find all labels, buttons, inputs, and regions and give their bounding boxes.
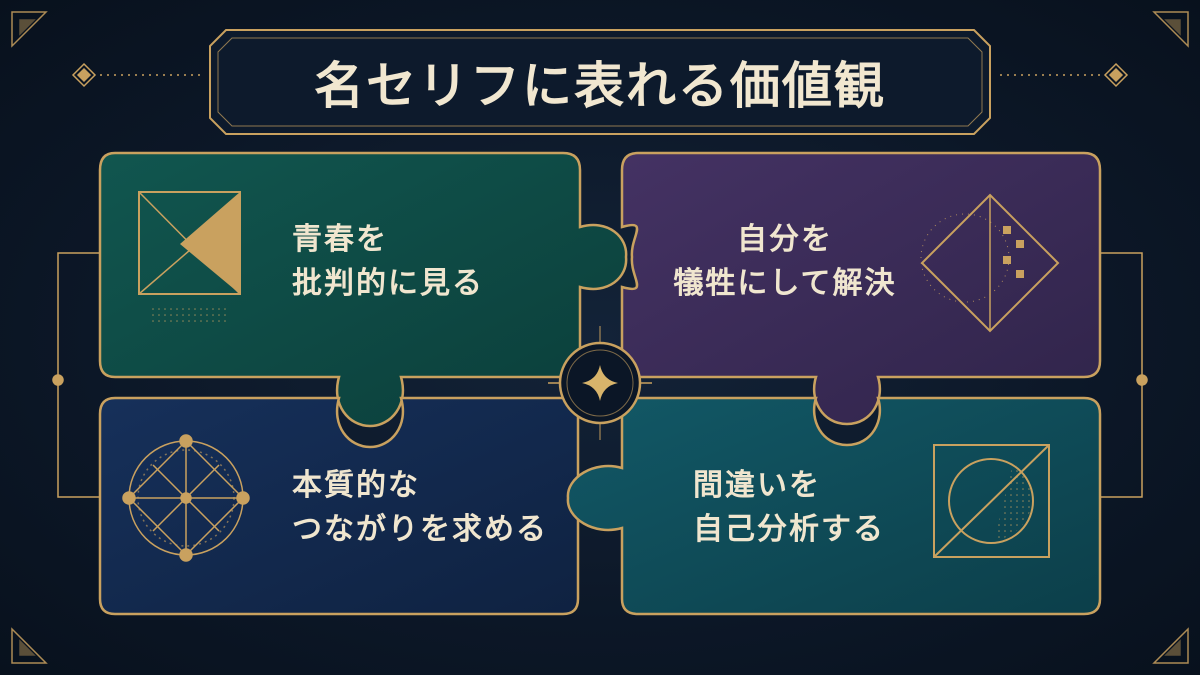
piece-text-line: つながりを求める (292, 512, 548, 547)
puzzle-piece-bottom-right (566, 396, 1102, 616)
piece-text-line: 間違いを (693, 468, 821, 503)
corner-ornament-top-right (1152, 11, 1189, 48)
triangle-square-icon (138, 191, 241, 322)
piece-text-top-right: 自分を 犠牲にして解決 (660, 218, 910, 306)
corner-ornament-top-left (11, 11, 48, 48)
piece-text-bottom-left: 本質的な つながりを求める (292, 464, 548, 552)
piece-text-line: 批判的に見る (292, 266, 484, 301)
side-connector-right (1100, 252, 1148, 498)
title-flourish-left (71, 62, 200, 88)
piece-text-line: 犠牲にして解決 (673, 266, 897, 301)
piece-text-top-left: 青春を 批判的に見る (292, 218, 484, 306)
piece-text-line: 自分を (737, 222, 833, 257)
title-flourish-right (1000, 62, 1129, 88)
piece-text-line: 青春を (292, 222, 388, 257)
piece-text-line: 本質的な (292, 468, 420, 503)
title-frame (209, 29, 991, 135)
corner-ornament-bottom-left (11, 627, 48, 664)
puzzle-piece-top-right (620, 151, 1102, 426)
piece-text-bottom-right: 間違いを 自己分析する (693, 464, 885, 552)
page-title: 名セリフに表れる価値観 (314, 57, 886, 115)
circle-network-icon (122, 434, 250, 562)
center-emblem (548, 326, 652, 440)
circle-square-icon (933, 444, 1050, 558)
piece-text-line: 自己分析する (693, 512, 885, 547)
star-icon (582, 365, 618, 401)
side-connector-left (52, 252, 100, 498)
corner-ornament-bottom-right (1152, 627, 1189, 664)
diamond-icon (920, 193, 1060, 333)
